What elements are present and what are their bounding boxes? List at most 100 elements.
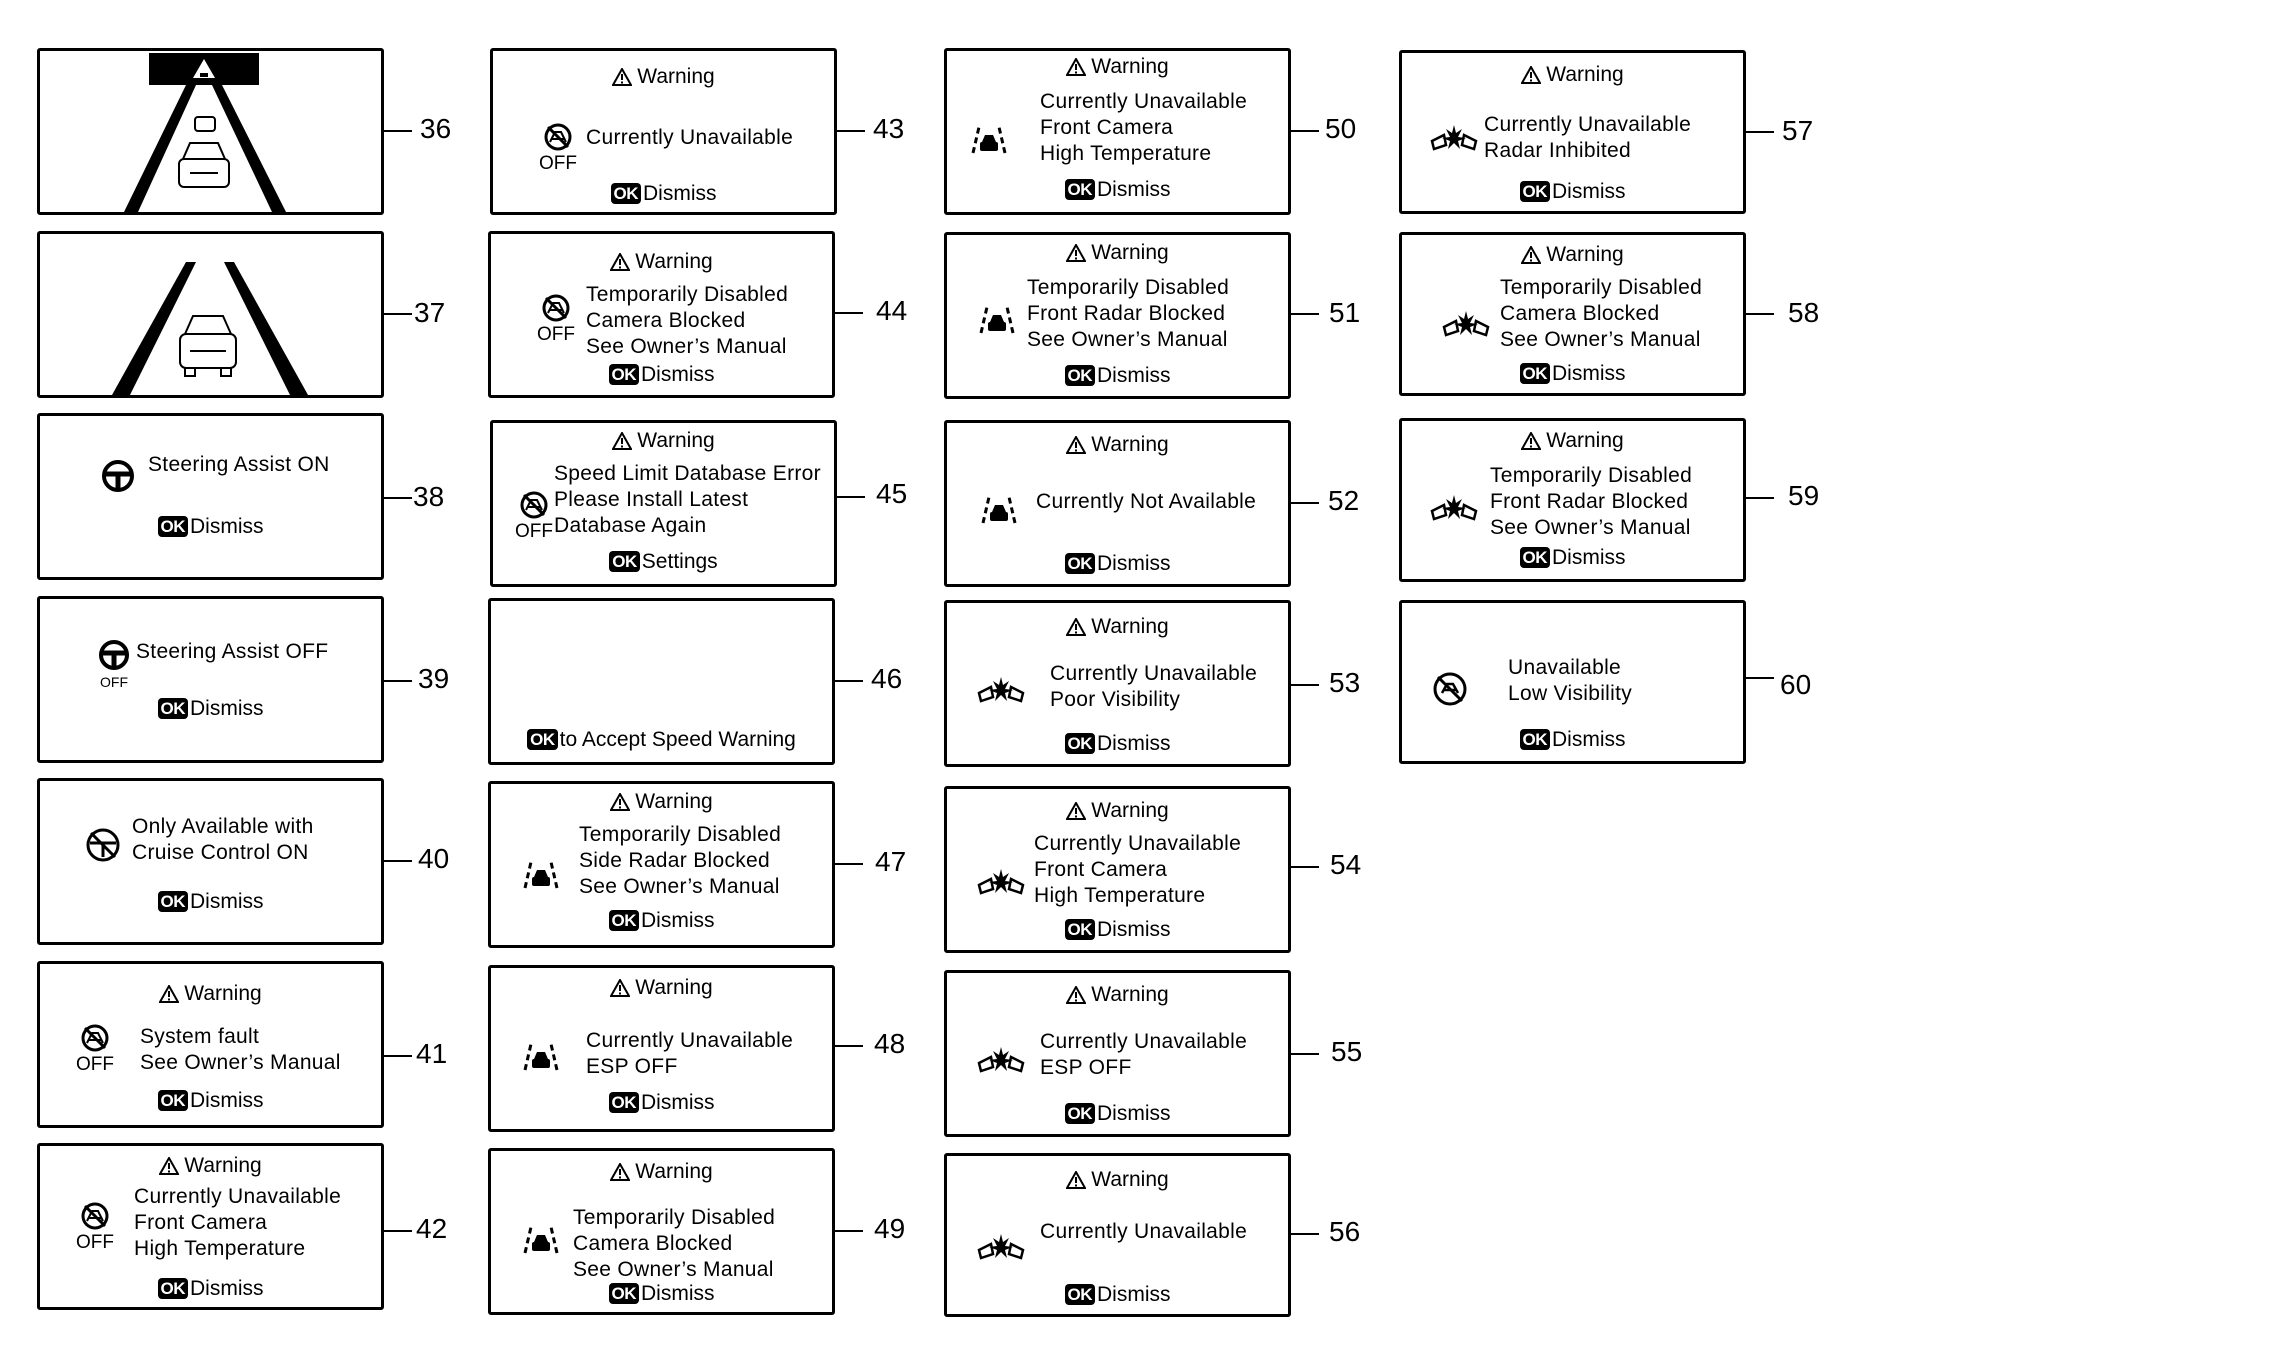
message-line: Temporarily Disabled [573, 1206, 776, 1229]
message-line: Steering Assist ON [148, 453, 330, 476]
warning-label: Warning [637, 65, 715, 88]
action-label: Dismiss [641, 909, 715, 932]
svg-text:OFF: OFF [76, 1054, 114, 1075]
ok-badge: OK [1064, 919, 1095, 940]
message-line: System fault [140, 1025, 260, 1048]
message-line: Currently Unavailable [1484, 113, 1692, 136]
warning-triangle-icon [609, 251, 631, 277]
svg-text:OFF: OFF [515, 521, 553, 542]
warning-header: Warning [947, 1168, 1288, 1195]
action-label: Dismiss [1097, 1283, 1171, 1306]
lane-keeping-car-icon [511, 1026, 571, 1086]
warning-header: Warning [491, 250, 832, 277]
callout-line [1746, 677, 1774, 679]
callout-number: 37 [414, 297, 446, 328]
warning-triangle-icon [1065, 800, 1087, 826]
message-line: Cruise Control ON [132, 841, 309, 864]
callout-line [384, 1055, 412, 1057]
callout-number: 40 [418, 843, 450, 874]
warning-triangle-icon [158, 1155, 180, 1181]
message-line: High Temperature [1034, 884, 1206, 907]
warning-label: Warning [635, 976, 713, 999]
steering-wheel-icon [88, 446, 148, 506]
warning-triangle-icon [1065, 434, 1087, 460]
panel-51: Warning Temporarily Disabled Front Radar… [944, 232, 1291, 399]
message-line: Currently Unavailable [1034, 832, 1242, 855]
message-line: Camera Blocked [586, 309, 746, 332]
message-text: Currently Unavailable Front Camera High … [134, 1184, 341, 1262]
action-label: Dismiss [190, 1089, 264, 1112]
warning-triangle-icon [609, 791, 631, 817]
panel-37 [37, 231, 384, 398]
message-line: Front Camera [1040, 116, 1174, 139]
message-line: Low Visibility [1508, 682, 1633, 705]
warning-triangle-icon [158, 983, 180, 1009]
ok-badge: OK [610, 183, 641, 204]
warning-header: Warning [1402, 429, 1743, 456]
message-line: Front Camera [1034, 858, 1168, 881]
action-label: Dismiss [641, 1091, 715, 1114]
message-line: Currently Unavailable [586, 1029, 794, 1052]
warning-triangle-icon [611, 430, 633, 456]
svg-text:OFF: OFF [537, 324, 575, 345]
warning-header: Warning [947, 799, 1288, 826]
lane-keeping-car-icon [959, 109, 1019, 169]
callout-number: 42 [416, 1213, 448, 1244]
callout-number: 55 [1331, 1036, 1363, 1067]
message-line: Camera Blocked [1500, 302, 1660, 325]
callout-number: 56 [1329, 1216, 1361, 1247]
callout-number: 47 [875, 846, 907, 877]
ok-badge: OK [527, 729, 558, 750]
message-line: Please Install Latest [554, 488, 749, 511]
message-line: Camera Blocked [573, 1232, 733, 1255]
action-label: Dismiss [641, 1282, 715, 1305]
callout-number: 48 [874, 1028, 906, 1059]
lane-assist-off-icon: OFF [65, 1196, 125, 1256]
message-text: Currently Unavailable [586, 125, 793, 151]
callout-number: 45 [876, 478, 908, 509]
callout-line [1291, 313, 1319, 315]
panel-40: Only Available with Cruise Control ON OK… [37, 778, 384, 945]
panel-57: Warning Currently Unavailable Radar Inhi… [1399, 50, 1746, 214]
action-label: Dismiss [190, 515, 264, 538]
warning-label: Warning [184, 1154, 262, 1177]
ok-badge: OK [1519, 181, 1550, 202]
warning-header: Warning [947, 433, 1288, 460]
callout-number: 54 [1330, 849, 1362, 880]
callout-line [835, 312, 863, 314]
message-text: Speed Limit Database Error Please Instal… [554, 461, 821, 539]
action-label: to Accept Speed Warning [559, 728, 796, 751]
warning-triangle-icon [1520, 244, 1542, 270]
callout-number: 44 [876, 295, 908, 326]
ok-badge: OK [608, 910, 639, 931]
panel-36 [37, 48, 384, 215]
message-line: Currently Unavailable [1040, 90, 1248, 113]
callout-line [384, 680, 412, 682]
callout-line [835, 863, 863, 865]
callout-number: 59 [1788, 480, 1820, 511]
